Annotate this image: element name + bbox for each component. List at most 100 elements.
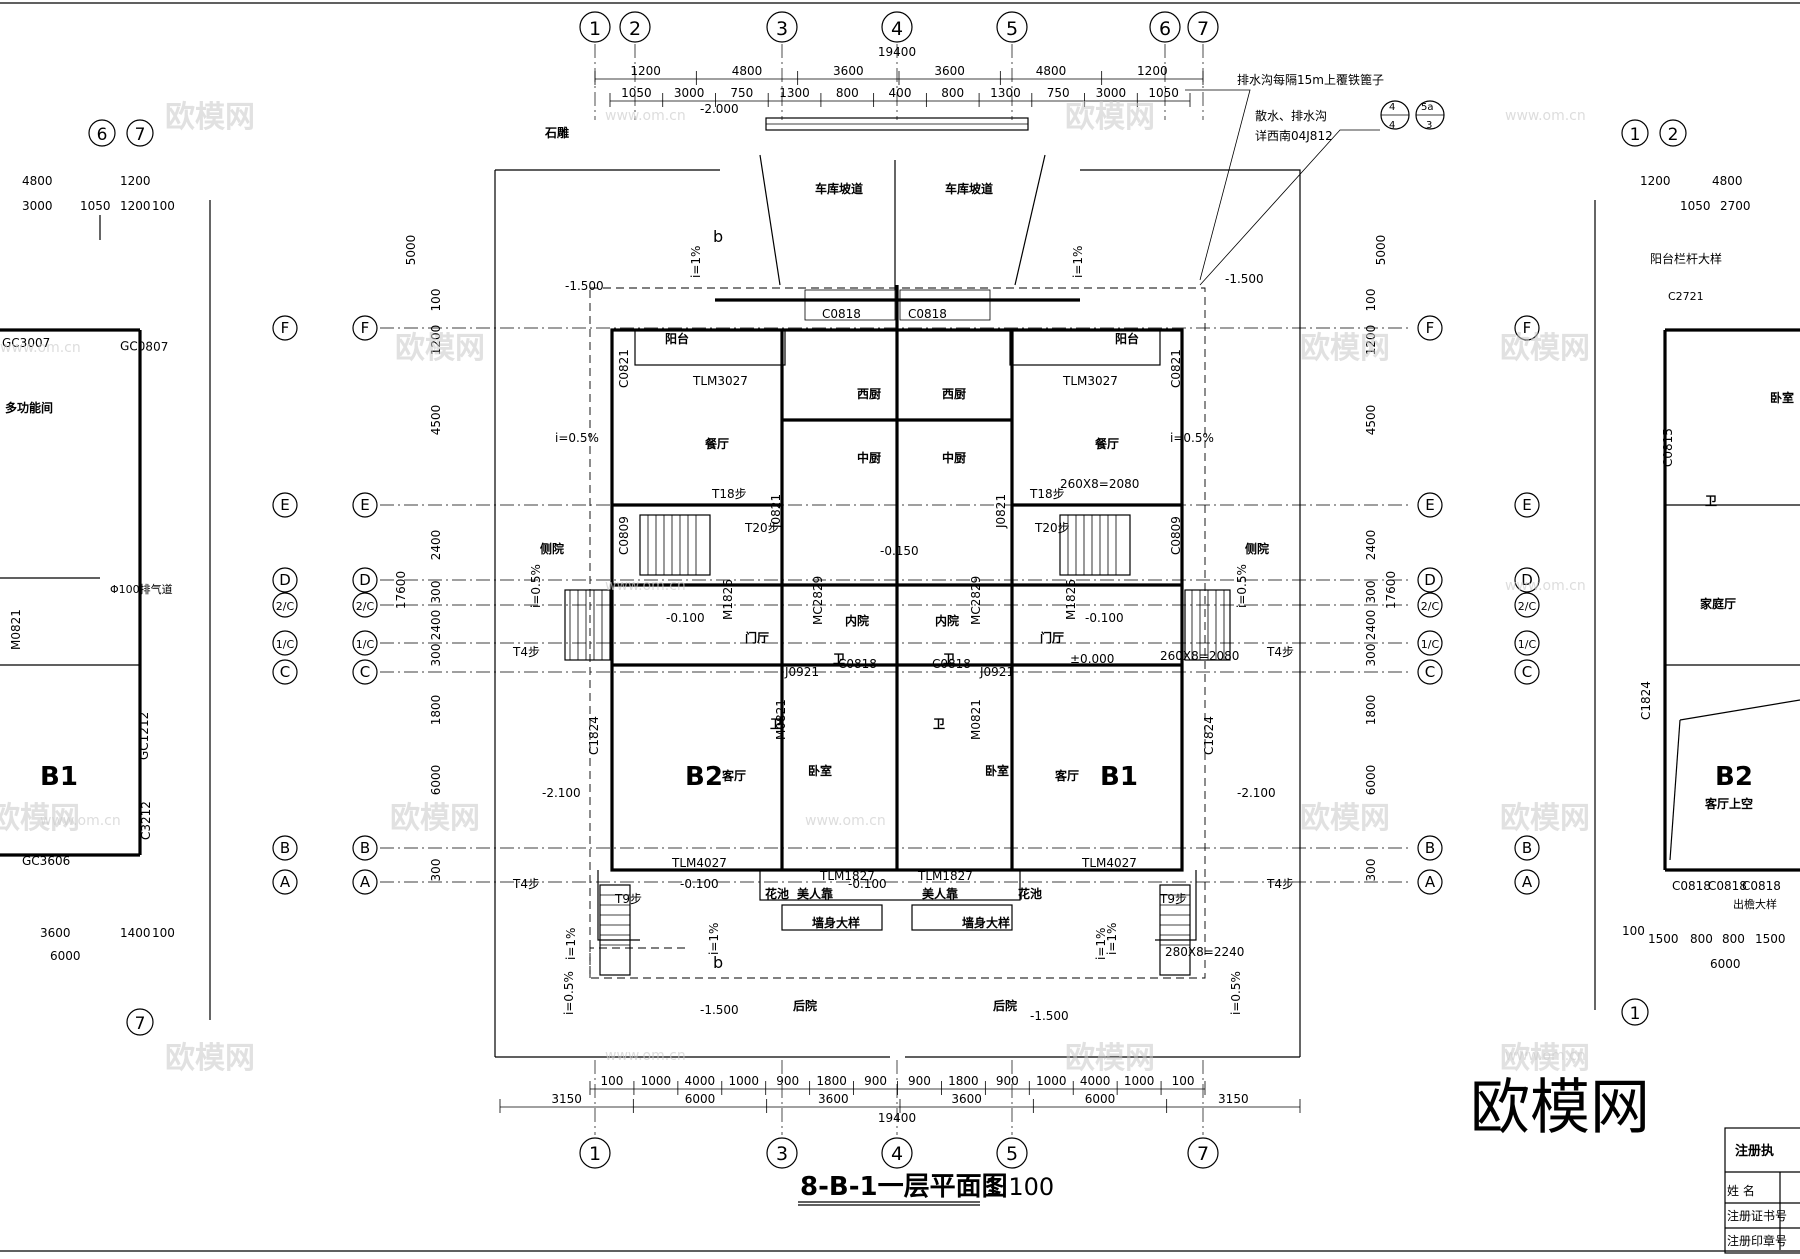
axis-bubble-left-D [352, 567, 378, 593]
dim-left-partial: 6000 [50, 949, 81, 963]
dim-bottom-row1-value: 100 [1172, 1074, 1195, 1088]
right-room-family: 家庭厅 [1700, 596, 1736, 611]
room-label: 墙身大样 [962, 915, 1010, 930]
axis-label-left-C: C [360, 663, 370, 681]
slope-mark: i=0.5% [1229, 971, 1243, 1015]
stair-label: T4步 [1266, 877, 1294, 891]
dim-bottom-row2-value: 3600 [951, 1092, 982, 1106]
door-window-label: C0818 [822, 307, 861, 321]
axis-label-rp-A: A [1522, 873, 1533, 891]
dim-right-partial: 6000 [1710, 957, 1741, 971]
watermark-url: www.om.cn [1505, 578, 1586, 594]
axis-label-bottom-5: 5 [1006, 1143, 1018, 1165]
stair-label: 260X8=2080 [1160, 649, 1239, 663]
right-partial-window: C0818 [1672, 879, 1711, 893]
room-label: 内院 [935, 613, 959, 628]
axis-bubble-rp-F [1514, 315, 1540, 341]
left-vent-label: Φ100排气道 [110, 582, 173, 596]
dim-side-right-value: 4500 [1364, 405, 1378, 436]
axis-bubble-top-3 [766, 11, 798, 43]
garage-ramp [759, 117, 1046, 290]
axis-label-right-1-C: 1/C [1421, 638, 1440, 651]
door-window-label: TLM1827 [819, 869, 875, 883]
watermark-url: www.om.cn [40, 813, 121, 829]
axis-label-lp-bottom-7: 7 [135, 1014, 146, 1034]
watermark-url: www.om.cn [605, 578, 686, 594]
axis-bubble-rp-A [1514, 869, 1540, 895]
dim-top-row2-value: 1300 [990, 86, 1021, 100]
axis-bubble-bottom-5 [996, 1137, 1028, 1169]
level-mark: -0.150 [880, 544, 919, 558]
axis-bubble-bottom-7 [1187, 1137, 1219, 1169]
axis-label-bottom-1: 1 [589, 1143, 601, 1165]
axis-label-bottom-4: 4 [891, 1143, 903, 1165]
axis-label-top-6: 6 [1159, 18, 1171, 40]
axis-bubble-top-2 [619, 11, 651, 43]
door-window-label: M0821 [969, 699, 983, 740]
axis-bubble-lp-top-7 [126, 119, 154, 147]
level-mark: -0.100 [1085, 611, 1124, 625]
axis-label-rp-top-2: 2 [1668, 125, 1679, 145]
stair-left [639, 514, 711, 576]
dim-top-row2-value: 1050 [1148, 86, 1179, 100]
dim-bottom-row1-value: 4000 [1080, 1074, 1111, 1088]
unit-b1-label: B1 [1100, 762, 1138, 792]
dim-side-left-total: 17600 [394, 571, 408, 609]
room-label: 后院 [793, 998, 817, 1013]
slope-mark: i=0.5% [1235, 564, 1249, 608]
note-ref-bottom-right: 3 [1426, 120, 1432, 131]
dim-bottom-row1-value: 1000 [641, 1074, 672, 1088]
axis-bubble-top-5 [996, 11, 1028, 43]
dim-side-left-value: 6000 [429, 765, 443, 796]
level-mark: -1.500 [700, 1003, 739, 1017]
axis-bubble-rp-D [1514, 567, 1540, 593]
axis-label-lp-top-6: 6 [97, 125, 108, 145]
axis-bubble-lp-D [272, 567, 298, 593]
room-label: 卫 [943, 652, 955, 666]
right-unit-label: B2 [1715, 762, 1753, 792]
watermark-url: www.om.cn [0, 340, 81, 356]
room-label: 美人靠 [797, 886, 833, 901]
room-label: 中厨 [857, 450, 881, 465]
axis-bubble-left-1-C [352, 630, 378, 656]
left-partial-plan [0, 200, 211, 1020]
watermark: 欧模网 [165, 100, 255, 135]
stair-label: T9步 [1159, 892, 1187, 906]
door-window-label: C0818 [838, 657, 877, 671]
right-room-void: 客厅上空 [1704, 796, 1753, 811]
dim-top-overall: 19400 [878, 45, 916, 59]
dim-bottom-row1-value: 900 [996, 1074, 1019, 1088]
level-mark: -1.500 [1225, 272, 1264, 286]
stair-label: T4步 [512, 877, 540, 891]
left-partial-window: GC1212 [137, 712, 151, 760]
dim-side-outer: 5000 [404, 235, 418, 266]
room-label: 卫 [933, 717, 945, 731]
axis-label-rp-E: E [1522, 496, 1531, 514]
dim-side-right-value: 1200 [1364, 325, 1378, 356]
dim-bottom-row1-value: 1000 [728, 1074, 759, 1088]
axis-grid-lines [380, 327, 1410, 883]
axis-label-lp-A: A [280, 873, 291, 891]
door-window-label: C0821 [617, 349, 631, 388]
room-label: 侧院 [1245, 541, 1269, 556]
stair-label: 260X8=2080 [1060, 477, 1139, 491]
axis-bubble-rp-2-C [1514, 592, 1540, 618]
room-label: 西厨 [857, 386, 881, 401]
axis-label-top-1: 1 [589, 18, 601, 40]
dim-left-partial: 1050 [80, 199, 111, 213]
dim-side-right-value: 6000 [1364, 765, 1378, 796]
dim-bottom-row1-value: 900 [864, 1074, 887, 1088]
dim-top-row1-value: 3600 [833, 64, 864, 78]
unit-b2-room: 客厅 [721, 768, 746, 783]
axis-label-left-B: B [360, 839, 370, 857]
axis-label-lp-1-C: 1/C [276, 638, 295, 651]
title-block-cert: 注册证书号 [1727, 1208, 1787, 1223]
dim-side-left-value: 2400 [429, 610, 443, 641]
door-window-label: C1824 [1202, 716, 1216, 755]
note-drainage-cover: 排水沟每隔15m上覆铁篦子 [1237, 72, 1384, 87]
axis-bubble-rp-top-1 [1621, 119, 1649, 147]
room-label: 美人靠 [922, 886, 958, 901]
axis-label-left-E: E [360, 496, 369, 514]
dim-top-row2-value: 3000 [674, 86, 705, 100]
level-mark: -2.000 [700, 102, 739, 116]
